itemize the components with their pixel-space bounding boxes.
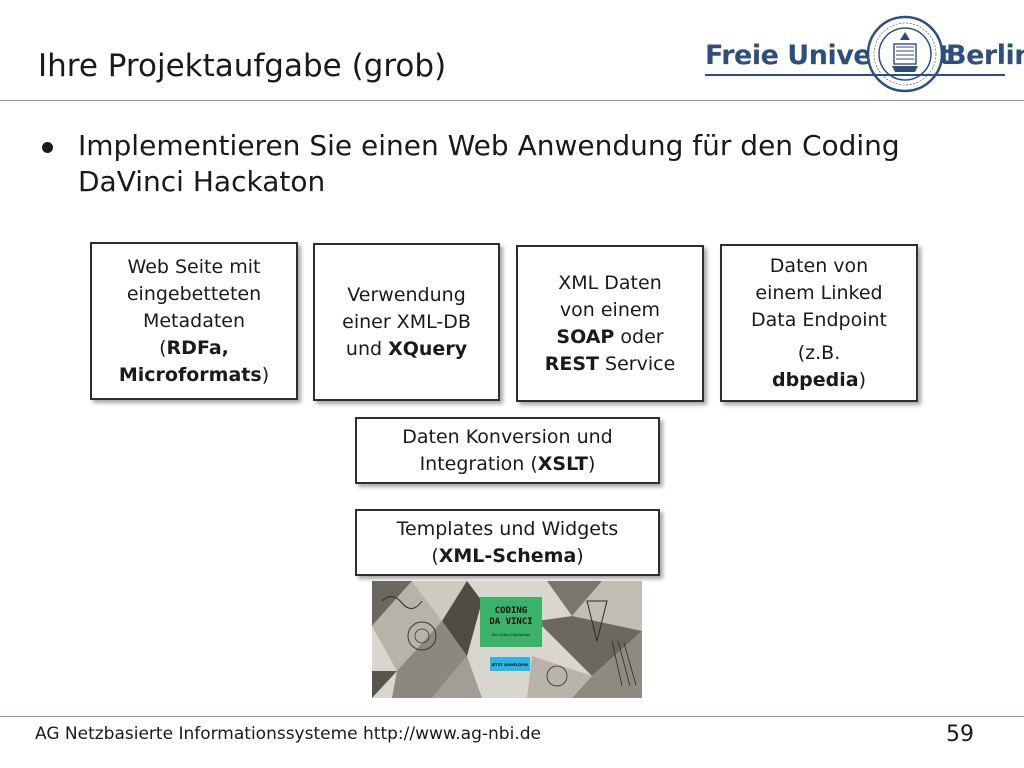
- box-soap-rest: XML Daten von einem SOAP oder REST Servi…: [516, 245, 704, 402]
- collage-title-1: CODING: [495, 606, 528, 616]
- box-line: Microformats): [119, 362, 269, 389]
- box-text: (: [431, 544, 439, 567]
- box-line: Daten Konversion und: [402, 425, 613, 448]
- box-bold: RDFa,: [166, 336, 229, 359]
- box-bold: dbpedia: [771, 368, 859, 391]
- box-line: einer XML-DB: [342, 310, 471, 333]
- box-text: ): [576, 544, 584, 567]
- box-bold: XML-Schema: [438, 544, 577, 567]
- box-line: Verwendung: [347, 283, 466, 306]
- footer-divider: [0, 716, 1024, 717]
- page-number: 59: [946, 722, 974, 747]
- bullet-dot-icon: [42, 142, 53, 153]
- logo-text-right: Berlin: [946, 40, 1024, 71]
- logo-underline: [705, 74, 1005, 76]
- header-divider: [0, 100, 1024, 101]
- box-line: (XML-Schema): [431, 543, 583, 570]
- box-line: REST Service: [545, 351, 676, 378]
- box-text: ): [858, 368, 867, 391]
- box-bold: XQuery: [388, 337, 468, 360]
- box-bold: XSLT: [537, 452, 588, 475]
- box-text: ): [261, 363, 270, 386]
- box-line: dbpedia): [772, 367, 866, 394]
- box-line: XML Daten: [558, 271, 662, 294]
- box-linked-data: Daten von einem Linked Data Endpoint (z.…: [720, 244, 918, 402]
- collage-signup-button: JETZT ANMELDEN!: [491, 663, 529, 667]
- box-text: Service: [599, 352, 676, 375]
- coding-davinci-image: CODING DA VINCI Der Kultur-Hackathon JET…: [372, 581, 642, 698]
- box-line: (z.B.: [797, 341, 841, 364]
- box-line: Data Endpoint: [751, 308, 887, 331]
- box-text: ): [588, 452, 596, 475]
- box-bold: Microformats: [118, 363, 262, 386]
- box-line: Daten von: [769, 254, 869, 277]
- bullet-item: Implementieren Sie einen Web Anwendung f…: [42, 128, 942, 200]
- box-line: Templates und Widgets: [396, 517, 619, 540]
- box-text: oder: [614, 325, 664, 348]
- box-line: (RDFa,: [159, 335, 229, 362]
- box-xml-db-xquery: Verwendung einer XML-DB und XQuery: [313, 243, 500, 401]
- box-data-conversion: Daten Konversion und Integration (XSLT): [355, 417, 660, 484]
- box-line: eingebetteten: [126, 282, 262, 305]
- box-line: von einem: [559, 298, 661, 321]
- university-logo: Freie Universität Berlin: [705, 10, 1024, 100]
- seal-icon: [866, 15, 944, 93]
- collage-title-2: DA VINCI: [489, 617, 532, 627]
- box-templates-widgets: Templates und Widgets (XML-Schema): [355, 509, 660, 576]
- box-text: Integration (: [419, 452, 538, 475]
- box-line: SOAP oder: [556, 324, 663, 351]
- box-bold: REST: [544, 352, 599, 375]
- box-line: einem Linked: [755, 281, 883, 304]
- box-bold: SOAP: [556, 325, 615, 348]
- collage-subtitle: Der Kultur-Hackathon: [492, 633, 531, 637]
- box-text: und: [345, 337, 389, 360]
- footer-text: AG Netzbasierte Informationssysteme http…: [35, 724, 541, 744]
- box-line: Integration (XSLT): [420, 451, 596, 478]
- box-line: Web Seite mit: [127, 255, 261, 278]
- page-title: Ihre Projektaufgabe (grob): [38, 48, 447, 84]
- box-text: (: [159, 336, 167, 359]
- bullet-text: Implementieren Sie einen Web Anwendung f…: [78, 129, 900, 198]
- box-web-page-metadata: Web Seite mit eingebetteten Metadaten (R…: [90, 242, 298, 400]
- box-line: Metadaten: [142, 309, 246, 332]
- box-line: und XQuery: [346, 336, 467, 363]
